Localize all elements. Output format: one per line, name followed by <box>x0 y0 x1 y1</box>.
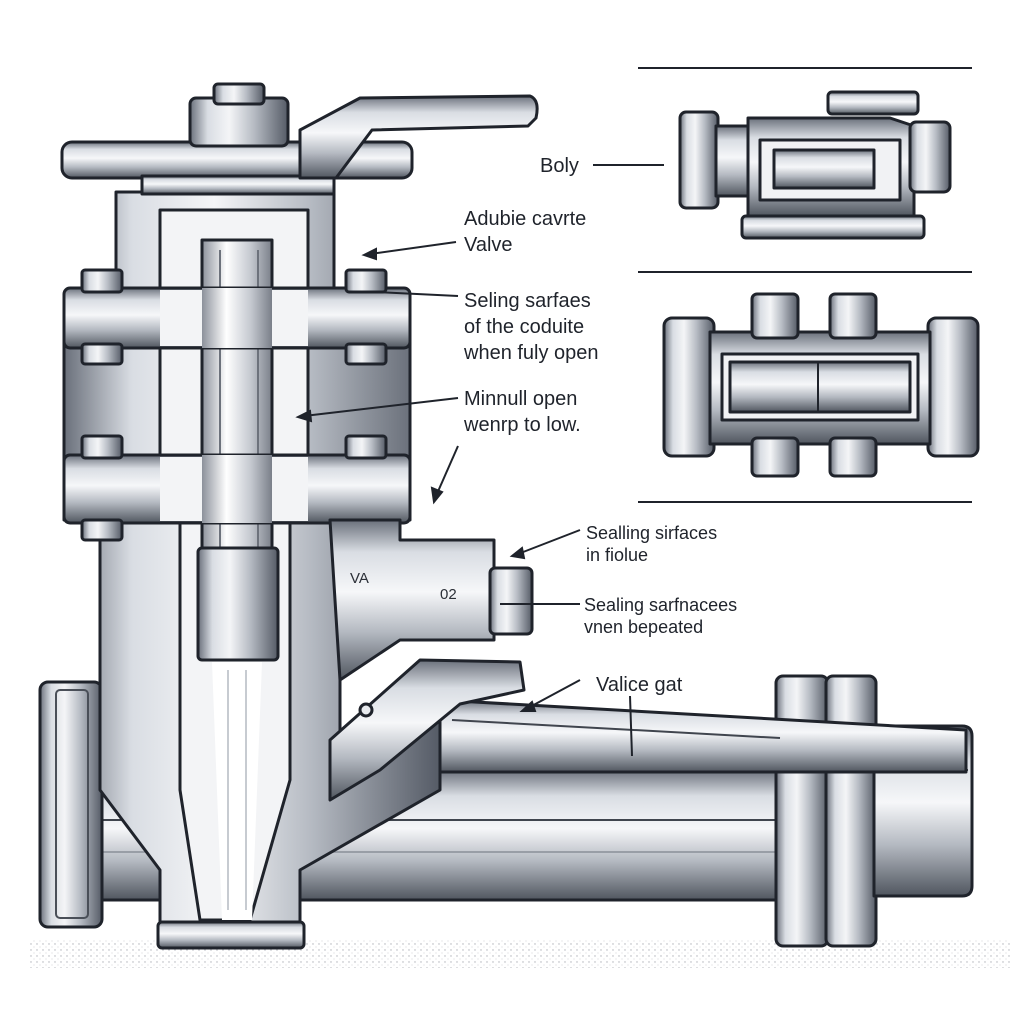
label-sealling1-line2: in fiolue <box>586 545 649 565</box>
top-view <box>638 292 980 503</box>
label-seling-line3: when fuly open <box>464 342 599 364</box>
valve-base <box>156 920 306 950</box>
label-sealing-bepeated: Sealing sarfnacees vnen bepeated <box>584 594 737 638</box>
label-minnull-line2: wenrp to low. <box>464 414 581 436</box>
label-seling-line1: Seling sarfaes <box>464 290 591 312</box>
label-valve-gate: Valice gat <box>596 672 682 698</box>
body-mark-number: 02 <box>440 586 457 603</box>
label-seling-line2: of the coduite <box>464 316 585 338</box>
lower-wedge <box>328 658 526 802</box>
label-minnull: Minnull open wenrp to low. <box>464 386 581 438</box>
side-boss <box>328 518 496 682</box>
yoke-collar <box>140 174 336 196</box>
label-sealing2-line2: vnen bepeated <box>584 617 704 637</box>
flow-highlight <box>212 662 262 920</box>
label-seling: Seling sarfaes of the coduite when fuly … <box>464 288 599 366</box>
bolts-upper <box>80 268 388 366</box>
label-body: Boly <box>540 153 579 179</box>
label-sealling1-line1: Sealling sirfaces <box>586 523 718 543</box>
label-double-cavity: Adubie cavrte Valve <box>464 206 586 258</box>
outlet-channel <box>438 698 968 774</box>
side-view <box>638 67 972 273</box>
label-minnull-line1: Minnull open <box>464 388 578 410</box>
label-double-line2: Valve <box>464 234 513 256</box>
lever-handle <box>298 94 539 180</box>
body-mark-va: VA <box>350 570 369 587</box>
label-gate-text: Valice gat <box>596 674 683 696</box>
label-body-text: Boly <box>540 155 579 177</box>
right-flange-a <box>774 674 830 948</box>
callouts <box>295 164 664 757</box>
label-sealling-fiolue: Sealling sirfaces in fiolue <box>586 522 717 566</box>
left-flange <box>38 680 104 929</box>
label-double-line1: Adubie cavrte <box>464 208 587 230</box>
right-flange-b <box>824 674 878 948</box>
valve-gate <box>196 546 280 662</box>
side-cap <box>488 566 534 636</box>
main-valve <box>38 82 974 950</box>
label-sealing2-line1: Sealing sarfnacees <box>584 595 738 615</box>
